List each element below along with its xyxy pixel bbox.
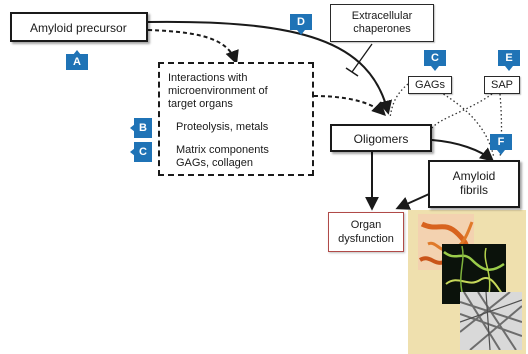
tag-d-pointer-icon — [297, 30, 305, 35]
tag-c-matrix-label: C — [134, 142, 152, 162]
precursor-to-oligomers-arrow — [147, 20, 393, 115]
tag-c-matrix-pointer-icon — [130, 148, 135, 156]
micrograph-collage — [408, 210, 526, 354]
sap-box: SAP — [484, 76, 520, 94]
tag-c-matrix: C — [130, 142, 152, 162]
chaperones-box: Extracellular chaperones — [330, 4, 434, 42]
interactions-box: Interactions with microenvironment of ta… — [158, 62, 314, 176]
interactions-line-2: microenvironment of — [168, 85, 268, 97]
tag-d: D — [290, 14, 312, 35]
interactions-line-1: Interactions with — [168, 72, 248, 84]
sap-label: SAP — [490, 79, 513, 91]
tag-a: A — [66, 50, 88, 70]
tag-a-label: A — [66, 54, 88, 70]
gags-label: GAGs — [415, 79, 445, 91]
proteolysis-label: Proteolysis, metals — [176, 121, 269, 133]
amyloid-fibrils-box: Amyloid fibrils — [428, 160, 520, 208]
tag-e-label: E — [498, 50, 520, 66]
oligomers-label: Oligomers — [353, 132, 409, 146]
gags-dotted-to-fibrils — [439, 91, 495, 159]
tag-f: F — [490, 134, 512, 155]
tag-f-pointer-icon — [497, 150, 505, 155]
chaperones-inhibit-line — [351, 43, 373, 73]
fibrils-line-1: Amyloid — [452, 169, 496, 183]
chaperones-inhibit-bar — [345, 67, 359, 77]
matrix-line-2: GAGs, collagen — [176, 157, 254, 169]
sap-dotted-to-oligomers — [431, 93, 493, 129]
electron-micrograph-image — [460, 292, 522, 350]
organ-line-1: Organ — [350, 219, 382, 231]
fibrils-line-2: fibrils — [459, 183, 488, 197]
interactions-to-oligomers-arrow — [313, 95, 386, 116]
chaperones-line-2: chaperones — [353, 23, 411, 35]
organ-dysfunction-box: Organ dysfunction — [328, 212, 404, 252]
tag-c-gags-label: C — [424, 50, 446, 66]
tag-c-gags-pointer-icon — [431, 66, 439, 71]
amyloid-precursor-box: Amyloid precursor — [10, 12, 148, 42]
tag-c-gags: C — [424, 50, 446, 71]
gags-box: GAGs — [408, 76, 452, 94]
chaperones-line-1: Extracellular — [351, 10, 413, 22]
tag-f-label: F — [490, 134, 512, 150]
precursor-to-interactions-arrow — [147, 29, 239, 65]
oligomers-to-fibrils-arrow — [431, 139, 495, 162]
amyloid-precursor-label: Amyloid precursor — [30, 21, 127, 35]
tag-b: B — [130, 118, 152, 138]
matrix-line-1: Matrix components — [176, 144, 269, 156]
organ-line-2: dysfunction — [338, 233, 394, 245]
tag-e: E — [498, 50, 520, 71]
tag-e-pointer-icon — [505, 66, 513, 71]
oligomers-box: Oligomers — [330, 124, 432, 152]
interactions-line-3: target organs — [168, 98, 233, 110]
tag-a-pointer-icon — [73, 50, 81, 55]
tag-b-pointer-icon — [130, 124, 135, 132]
gags-dotted-to-oligomers — [389, 83, 409, 119]
tag-b-label: B — [134, 118, 152, 138]
tag-d-label: D — [290, 14, 312, 30]
